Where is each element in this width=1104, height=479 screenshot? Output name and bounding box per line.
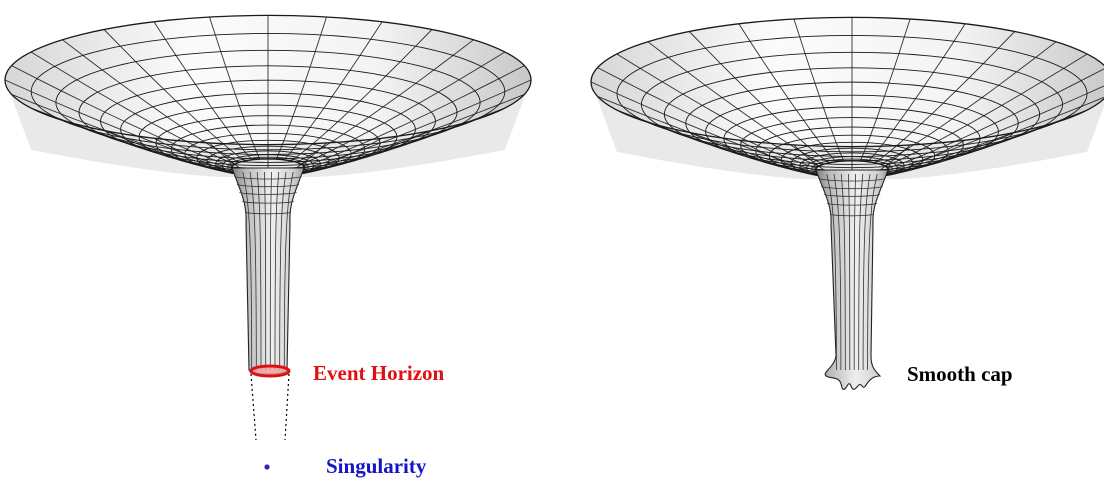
event-horizon-ring [249, 364, 291, 378]
smooth-cap-label: Smooth cap [907, 362, 1013, 386]
singularity-dotted-extension [250, 373, 290, 441]
black-hole-funnel [4, 14, 532, 375]
singularity-point [264, 464, 270, 470]
smooth-cap-funnel [590, 16, 1104, 390]
event-horizon-label: Event Horizon [313, 361, 445, 385]
singularity-label: Singularity [326, 454, 427, 478]
